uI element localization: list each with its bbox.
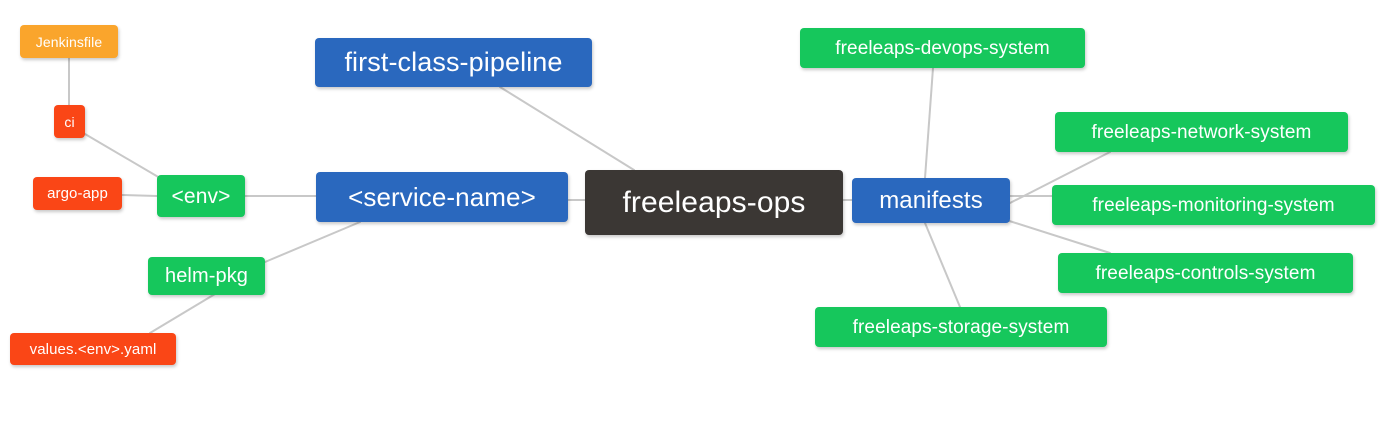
node-controls-system[interactable]: freeleaps-controls-system [1058,253,1353,293]
node-env[interactable]: <env> [157,175,245,217]
node-network-system[interactable]: freeleaps-network-system [1055,112,1348,152]
edge-ci-to-env [84,133,161,179]
node-ci[interactable]: ci [54,105,85,138]
node-monitoring-system[interactable]: freeleaps-monitoring-system [1052,185,1375,225]
edge-manifests-to-storage-system [924,222,961,308]
node-jenkinsfile[interactable]: Jenkinsfile [20,25,118,58]
node-first-class-pipeline[interactable]: first-class-pipeline [315,38,592,87]
node-freeleaps-ops[interactable]: freeleaps-ops [585,170,843,235]
edge-helm-pkg-to-service-name [264,221,361,263]
node-values-yaml[interactable]: values.<env>.yaml [10,333,176,365]
node-helm-pkg[interactable]: helm-pkg [148,257,265,295]
node-devops-system[interactable]: freeleaps-devops-system [800,28,1085,68]
node-service-name[interactable]: <service-name> [316,172,568,222]
edge-first-class-pipeline-to-freeleaps-ops [499,86,635,171]
node-argo-app[interactable]: argo-app [33,177,122,210]
node-storage-system[interactable]: freeleaps-storage-system [815,307,1107,347]
edge-argo-app-to-env [121,194,158,197]
edge-manifests-to-devops-system [924,67,934,179]
edge-values-yaml-to-helm-pkg [149,293,216,334]
node-manifests[interactable]: manifests [852,178,1010,223]
